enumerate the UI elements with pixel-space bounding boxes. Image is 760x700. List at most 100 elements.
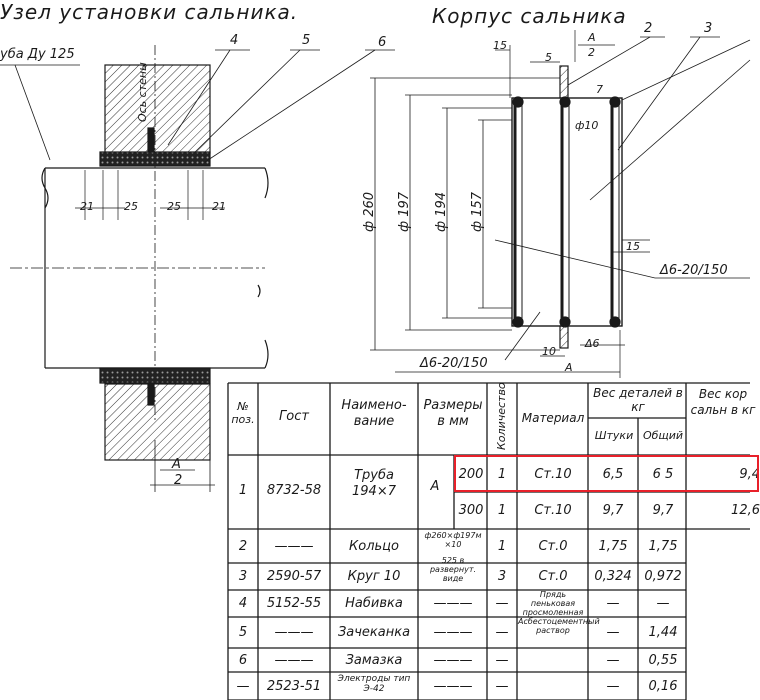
dim-25-left: 25 — [124, 200, 138, 213]
dim-top-5: 5 — [545, 51, 552, 64]
row5-name: Зачеканка — [337, 625, 411, 640]
dim-top-15: 15 — [493, 39, 507, 52]
row2-gost: ——— — [274, 539, 314, 554]
dim-side-15: 15 — [626, 240, 640, 253]
row1-no: 1 — [238, 483, 248, 498]
row1-name: Труба 194×7 — [352, 468, 396, 499]
row3-w-total: 0,972 — [644, 569, 682, 584]
row3-material: Ст.0 — [538, 569, 568, 584]
row1-size-a: A — [430, 479, 440, 494]
row5-gost: ——— — [274, 625, 314, 640]
dim-phi10: ф10 — [575, 119, 599, 132]
row1-size: 200 — [458, 467, 484, 482]
callout-5: 5 — [302, 33, 311, 48]
row3-name: Круг 10 — [347, 569, 401, 584]
row1-gost: 8732-58 — [266, 483, 322, 498]
row4-material: Прядь пеньковая просмоленная — [522, 590, 584, 617]
row4-qty: — — [495, 596, 509, 611]
dim-top-7: 7 — [596, 83, 603, 96]
row4-gost: 5152-55 — [266, 596, 322, 611]
header-material: Материал — [521, 411, 585, 425]
row4-w-unit: — — [606, 596, 620, 611]
dim-d194: ф 194 — [434, 191, 449, 232]
row2-name: Кольцо — [349, 539, 399, 554]
row2-no: 2 — [238, 539, 248, 554]
row6-w-unit: — — [606, 653, 620, 668]
pipe-label: уба Ду 125 — [0, 47, 75, 62]
row6-qty: — — [495, 653, 509, 668]
row3-qty: 3 — [497, 569, 507, 584]
row4-w-total: — — [656, 596, 670, 611]
row6-gost: ——— — [274, 653, 314, 668]
header-no: № поз. — [231, 400, 255, 426]
callout-2: 2 — [644, 21, 653, 36]
row3-size: 525 в развернут. виде — [429, 556, 477, 583]
row5-qty: — — [495, 625, 509, 640]
row1-material: Ст.10 — [534, 467, 572, 482]
callout-4: 4 — [230, 33, 239, 48]
callout-3: 3 — [704, 21, 713, 36]
left-2-label: 2 — [174, 473, 183, 488]
header-weight-total: Общий — [642, 429, 684, 442]
row2-w-unit: 1,75 — [598, 539, 628, 554]
row5-w-total: 1,44 — [648, 625, 678, 640]
row1b-size: 300 — [458, 503, 484, 518]
row7-w-total: 0,16 — [648, 679, 678, 694]
row3-w-unit: 0,324 — [594, 569, 632, 584]
row1b-w-body: 12,6 — [731, 503, 760, 518]
row4-size: ——— — [433, 596, 473, 611]
row5-w-unit: — — [606, 625, 620, 640]
row2-w-total: 1,75 — [648, 539, 678, 554]
weld-note-bottom: Δ6-20/150 — [420, 356, 488, 371]
dim-21-left: 21 — [80, 200, 94, 213]
row6-no: 6 — [238, 653, 248, 668]
dim-bottom-10: 10 — [542, 345, 556, 358]
row7-qty: — — [495, 679, 509, 694]
row4-no: 4 — [238, 596, 248, 611]
row1-w-unit: 6,5 — [602, 467, 624, 482]
weld-note-small: Δ6 — [585, 337, 600, 350]
dim-d197: ф 197 — [397, 191, 412, 232]
header-gost: Гост — [279, 409, 309, 424]
wall-axis-label: Ось стены — [136, 62, 149, 122]
row7-size: ——— — [433, 679, 473, 694]
row7-no: — — [236, 679, 250, 694]
dim-bottom-a: A — [565, 361, 573, 374]
row1b-w-total: 9,7 — [652, 503, 674, 518]
row1-qty: 1 — [497, 467, 507, 482]
header-weight-body: Вес кор сальн в кг — [690, 387, 756, 417]
row3-no: 3 — [238, 569, 248, 584]
left-a-label: A — [172, 457, 181, 472]
row2-size: ф260×ф197м ×10 — [424, 531, 482, 549]
header-qty: Количество — [495, 382, 508, 450]
row2-material: Ст.0 — [538, 539, 568, 554]
highlight-box — [454, 455, 759, 492]
row6-size: ——— — [433, 653, 473, 668]
row1-w-body: 9,4 — [739, 467, 760, 482]
row1b-qty: 1 — [497, 503, 507, 518]
row7-name: Электроды тип Э-42 — [337, 674, 411, 694]
row1b-material: Ст.10 — [534, 503, 572, 518]
dim-top-a: A — [588, 31, 596, 44]
row1b-w-unit: 9,7 — [602, 503, 624, 518]
header-weight-parts: Вес деталей в кг — [593, 386, 683, 414]
right-title: Корпус сальника — [432, 4, 627, 28]
row4-name: Набивка — [345, 596, 403, 611]
row6-name: Замазка — [345, 653, 403, 668]
weld-note-right: Δ6-20/150 — [660, 263, 728, 278]
dim-25-right: 25 — [167, 200, 181, 213]
row7-gost: 2523-51 — [266, 679, 322, 694]
dim-d260: ф 260 — [362, 191, 377, 232]
dim-d157: ф 157 — [470, 191, 485, 232]
row5-size: ——— — [433, 625, 473, 640]
header-name: Наимено-вание — [341, 398, 407, 429]
row5-material: Асбестоцементный раствор — [518, 617, 600, 635]
header-weight-unit: Штуки — [594, 429, 634, 442]
callout-6: 6 — [378, 35, 387, 50]
left-title: Узел установки сальника. — [0, 0, 299, 24]
row7-w-unit: — — [606, 679, 620, 694]
dim-21-right: 21 — [212, 200, 226, 213]
row3-gost: 2590-57 — [266, 569, 322, 584]
header-size: Размеры в мм — [423, 398, 483, 429]
